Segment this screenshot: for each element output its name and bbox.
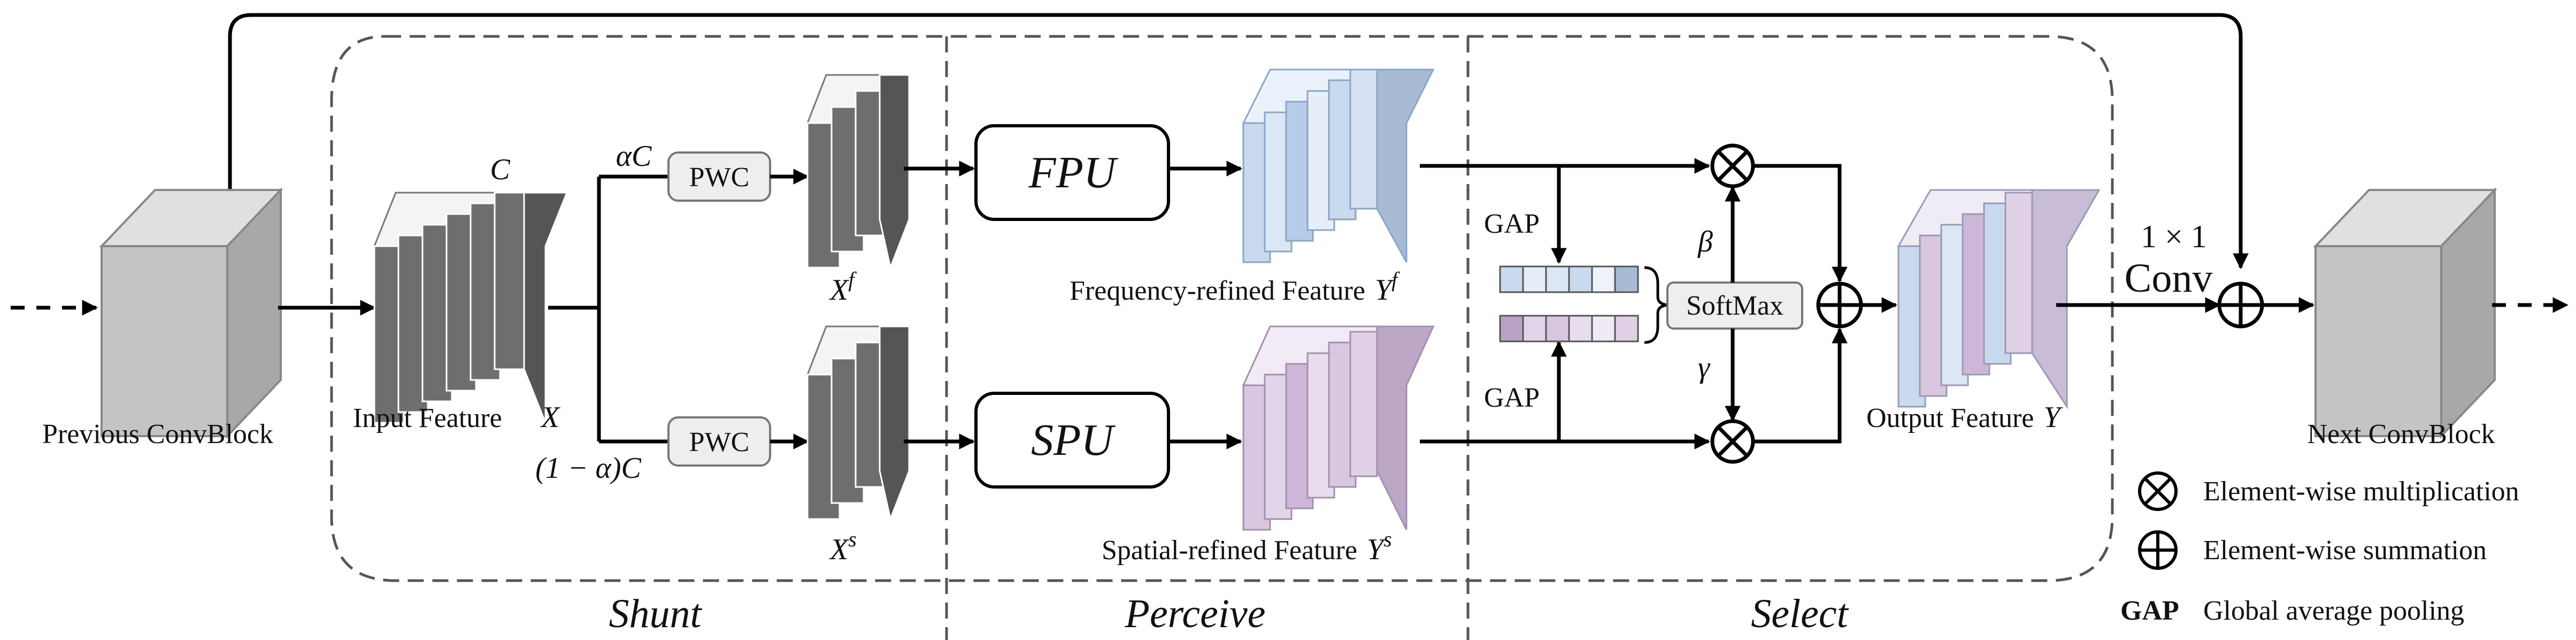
stage-perceive: Perceive [1125, 591, 1266, 636]
previous-convblock [99, 187, 283, 439]
mult-bottom-to-sum [1753, 327, 1848, 444]
beta-label: β [1697, 225, 1713, 258]
input-channels-label: C [490, 153, 510, 186]
split-line [548, 174, 668, 444]
next-convblock-label: Next ConvBlock [2308, 419, 2495, 449]
legend-gap-label: Global average pooling [2203, 596, 2464, 626]
channel-vector-top [1499, 265, 1639, 293]
output-feature-stack [1897, 189, 2101, 410]
one-minus-alpha-c-label: (1 − α)C [535, 452, 641, 485]
legend-mult-label: Element-wise multiplication [2203, 476, 2519, 507]
input-feature-stack [373, 192, 568, 424]
xs-feature-stack [806, 325, 911, 522]
sum-node-select [1816, 281, 1863, 329]
pwc-bottom-label: PWC [689, 427, 750, 458]
freq-feature-stack [1242, 68, 1435, 263]
xf-var: Xf [829, 268, 857, 307]
legend-mult-icon [2138, 471, 2178, 511]
legend-sum-icon [2138, 530, 2178, 570]
module-boundary [330, 35, 2114, 582]
softmax-box [1666, 281, 1803, 330]
mult-node-top [1710, 143, 1755, 188]
gap-top-label: GAP [1484, 209, 1540, 239]
conv-kernel-label: 1 × 1 [2141, 219, 2207, 254]
mult-top-to-sum [1753, 164, 1848, 283]
gamma-label: γ [1698, 351, 1711, 384]
input-feature-var: X [540, 401, 561, 434]
previous-convblock-label: Previous ConvBlock [42, 419, 273, 449]
alpha-c-label: αC [616, 140, 652, 173]
skip-connection [228, 13, 2249, 269]
stage-select: Select [1751, 591, 1849, 636]
input-feature-label: Input Feature [353, 403, 502, 433]
legend-sum-label: Element-wise summation [2203, 535, 2487, 566]
fpu-label: FPU [1028, 148, 1119, 197]
conv-name-label: Conv [2125, 256, 2213, 301]
sum-node-residual [2217, 281, 2264, 329]
next-convblock [2313, 187, 2497, 439]
spu-label: SPU [1031, 415, 1116, 465]
softmax-brace [1644, 266, 1668, 344]
mult-node-bottom [1710, 419, 1755, 464]
gap-bottom-label: GAP [1484, 383, 1540, 413]
stage-shunt: Shunt [609, 591, 702, 636]
channel-vector-bottom [1499, 315, 1639, 342]
xs-var: Xs [829, 527, 857, 566]
spat-feature-stack [1242, 325, 1435, 531]
fpu-box [974, 124, 1170, 221]
legend-gap-abbr: GAP [2120, 596, 2179, 626]
xf-feature-stack [806, 74, 911, 271]
pwc-top-label: PWC [689, 162, 750, 193]
softmax-label: SoftMax [1686, 291, 1783, 321]
